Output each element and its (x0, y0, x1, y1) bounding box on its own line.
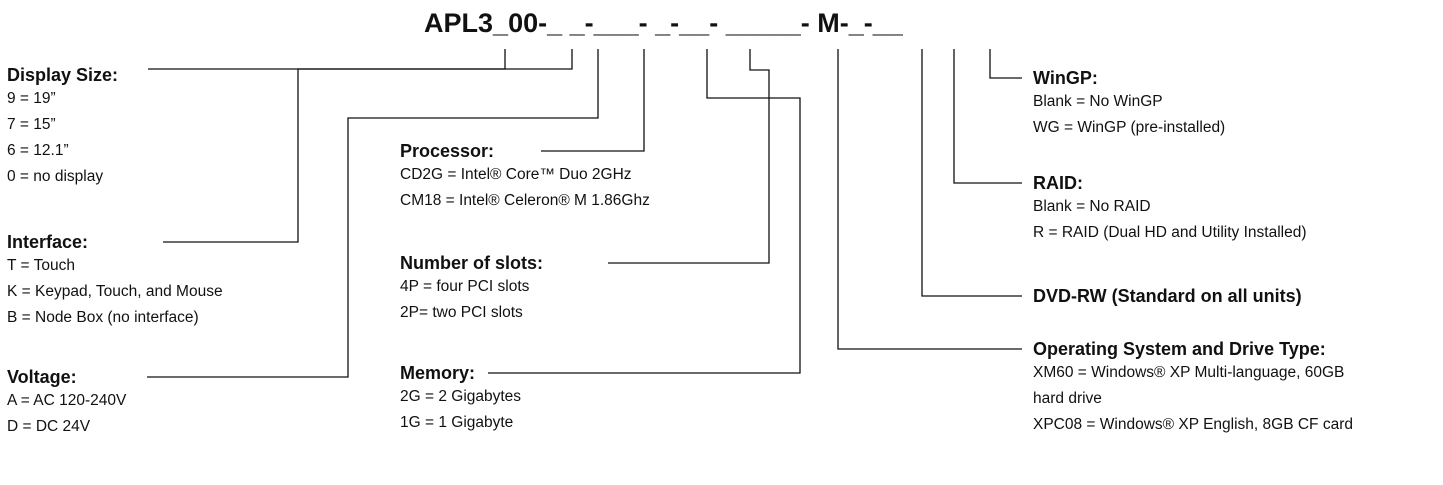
wingp-option: Blank = No WinGP (1033, 93, 1163, 110)
connector-display-size (148, 49, 506, 70)
wingp-heading: WinGP: (1033, 68, 1098, 88)
processor-option: CD2G = Intel® Core™ Duo 2GHz (400, 166, 632, 183)
field-display-size: Display Size: 9 = 19” 7 = 15” 6 = 12.1” … (7, 64, 118, 190)
os-drive-option: XM60 = Windows® XP Multi-language, 60GB … (1033, 364, 1345, 407)
wingp-option: WG = WinGP (pre-installed) (1033, 119, 1226, 136)
field-memory: Memory: 2G = 2 Gigabytes 1G = 1 Gigabyte (400, 362, 521, 436)
connector-raid (953, 49, 1022, 184)
connector-voltage (147, 49, 599, 378)
interface-option: B = Node Box (no interface) (7, 309, 199, 326)
display-size-option: 6 = 12.1” (7, 142, 69, 159)
field-slots: Number of slots: 4P = four PCI slots 2P=… (400, 252, 543, 326)
dvd-heading: DVD-RW (Standard on all units) (1033, 286, 1302, 306)
connector-interface (163, 49, 573, 243)
interface-option: T = Touch (7, 257, 75, 274)
connector-slots (608, 49, 770, 264)
slots-heading: Number of slots: (400, 253, 544, 273)
connector-wingp (989, 49, 1022, 79)
raid-option: Blank = No RAID (1033, 198, 1151, 215)
field-interface: Interface: T = Touch K = Keypad, Touch, … (7, 231, 223, 331)
part-number-code: APL3_00-_ _-___- _-__- _____- M-_-__ (424, 8, 903, 39)
display-size-option: 0 = no display (7, 168, 104, 185)
part-number-prefix: APL3 (424, 8, 494, 38)
field-os-drive: Operating System and Drive Type: XM60 = … (1033, 338, 1363, 438)
os-drive-heading: Operating System and Drive Type: (1033, 339, 1326, 359)
raid-option: R = RAID (Dual HD and Utility Installed) (1033, 224, 1307, 241)
display-size-option: 9 = 19” (7, 90, 56, 107)
interface-heading: Interface: (7, 232, 89, 252)
raid-heading: RAID: (1033, 173, 1083, 193)
memory-option: 1G = 1 Gigabyte (400, 414, 514, 431)
field-voltage: Voltage: A = AC 120-240V D = DC 24V (7, 366, 126, 440)
field-raid: RAID: Blank = No RAID R = RAID (Dual HD … (1033, 172, 1307, 246)
display-size-heading: Display Size: (7, 65, 119, 85)
part-number-pattern: _ _-___- _-__- _____- M-_-__ (547, 8, 903, 38)
slots-option: 2P= two PCI slots (400, 304, 523, 321)
part-number-sep: _ (493, 8, 509, 38)
memory-heading: Memory: (400, 363, 476, 383)
memory-option: 2G = 2 Gigabytes (400, 388, 522, 405)
interface-option: K = Keypad, Touch, and Mouse (7, 283, 223, 300)
os-drive-option: XPC08 = Windows® XP English, 8GB CF card (1033, 416, 1353, 433)
slots-option: 4P = four PCI slots (400, 278, 530, 295)
voltage-heading: Voltage: (7, 367, 77, 387)
part-number-mid: 00- (508, 8, 548, 38)
processor-option: CM18 = Intel® Celeron® M 1.86Ghz (400, 192, 650, 209)
connector-dvd (921, 49, 1022, 297)
voltage-option: D = DC 24V (7, 418, 91, 435)
field-wingp: WinGP: Blank = No WinGP WG = WinGP (pre-… (1033, 67, 1225, 141)
connector-processor (541, 49, 645, 152)
display-size-option: 7 = 15” (7, 116, 56, 133)
processor-heading: Processor: (400, 141, 495, 161)
field-dvd: DVD-RW (Standard on all units) (1033, 285, 1302, 307)
field-processor: Processor: CD2G = Intel® Core™ Duo 2GHz … (400, 140, 650, 214)
connector-os (837, 49, 1022, 350)
connector-memory (488, 49, 801, 374)
voltage-option: A = AC 120-240V (7, 392, 127, 409)
